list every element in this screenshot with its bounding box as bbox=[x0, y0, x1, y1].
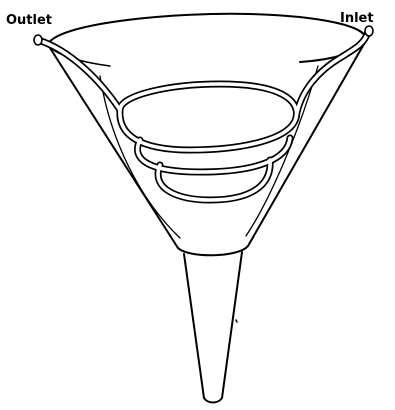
inlet-label: Inlet bbox=[340, 11, 374, 26]
funnel-rim bbox=[48, 14, 366, 62]
funnel-spout-detail bbox=[236, 320, 237, 322]
outlet-label: Outlet bbox=[6, 13, 52, 28]
funnel-right-side bbox=[248, 44, 364, 246]
coiled-tube bbox=[34, 26, 373, 200]
inlet-tube-end bbox=[365, 26, 373, 36]
outlet-tube-end bbox=[34, 35, 42, 45]
funnel-spout-tip bbox=[204, 398, 222, 403]
funnel-neck bbox=[178, 246, 248, 255]
funnel-spout-left bbox=[184, 254, 204, 398]
funnel-spout-right bbox=[222, 252, 242, 398]
